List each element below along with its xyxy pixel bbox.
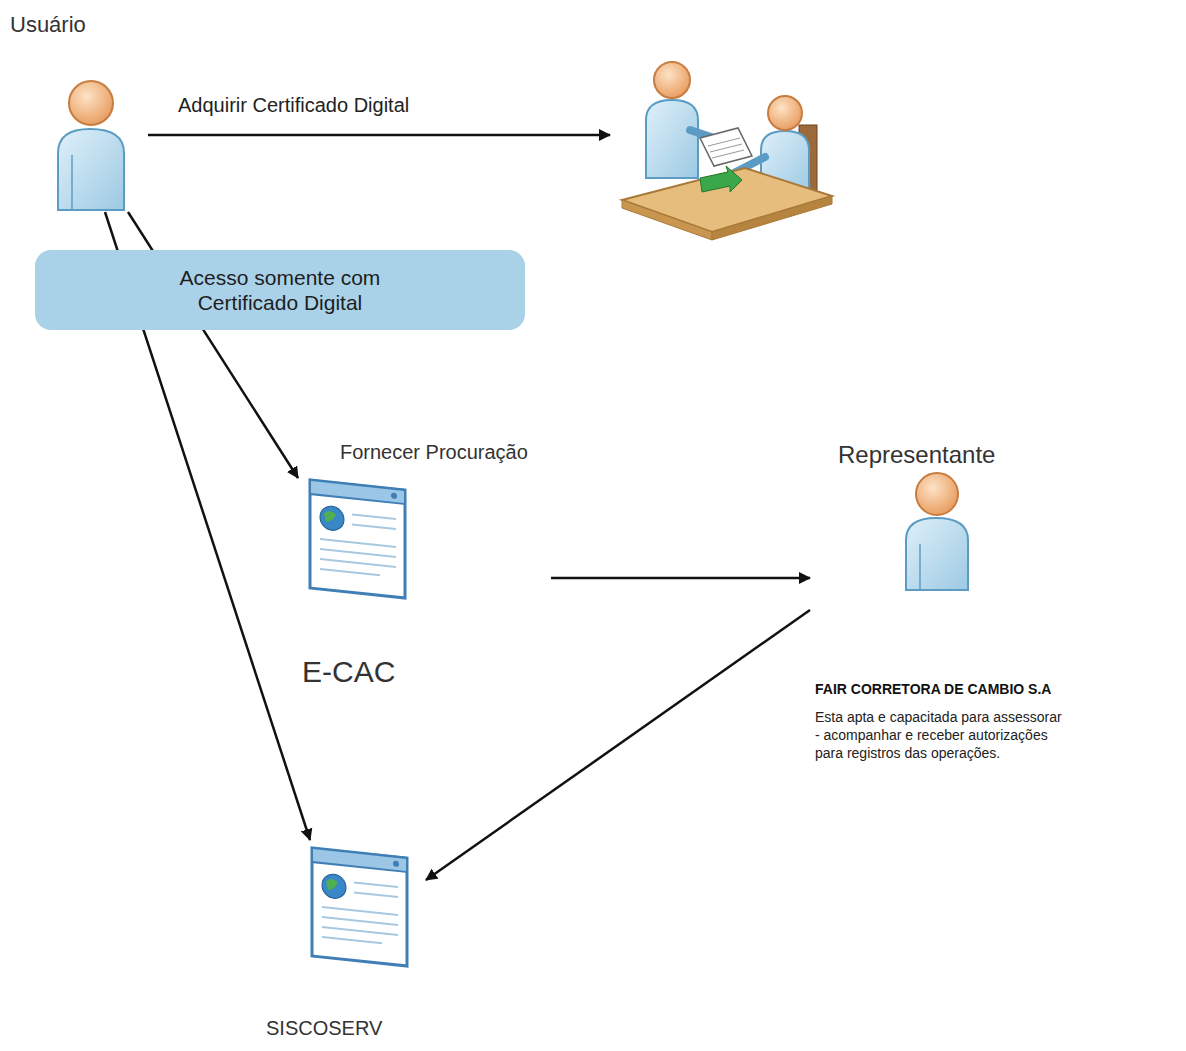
user-figure: Usuário xyxy=(8,12,152,212)
node-title: Acesso somente com Certificado Digital xyxy=(150,265,410,315)
node-title: Representante xyxy=(838,440,1186,469)
node-text: Esta apta e capacitada para assessorar -… xyxy=(815,708,1065,762)
browser-window-icon xyxy=(312,848,407,966)
node-text: E-CAC xyxy=(302,654,551,690)
flow-arrow xyxy=(426,610,810,880)
acquire-arrow xyxy=(148,134,610,137)
flow-arrow xyxy=(551,577,810,580)
arrow-label: Adquirir Certificado Digital xyxy=(178,94,409,117)
siscoserv-system: SISCOSERV xyxy=(262,840,426,1042)
node-title: SISCOSERV xyxy=(266,1016,426,1040)
node-text: FAIR CORRETORA DE CAMBIO S.A xyxy=(815,681,1186,698)
person-icon xyxy=(906,473,968,590)
ecac-system: Fornecer ProcuraçãoE-CAC xyxy=(298,440,551,702)
node-title: Usuário xyxy=(10,12,152,38)
representative-figure: RepresentanteFAIR CORRETORA DE CAMBIO S.… xyxy=(810,440,1186,764)
person-icon xyxy=(58,81,124,210)
node-title: Fornecer Procuração xyxy=(340,440,551,464)
office-illustration xyxy=(622,62,832,240)
access-band: Acesso somente com Certificado Digital xyxy=(35,250,525,330)
browser-window-icon xyxy=(310,480,405,598)
